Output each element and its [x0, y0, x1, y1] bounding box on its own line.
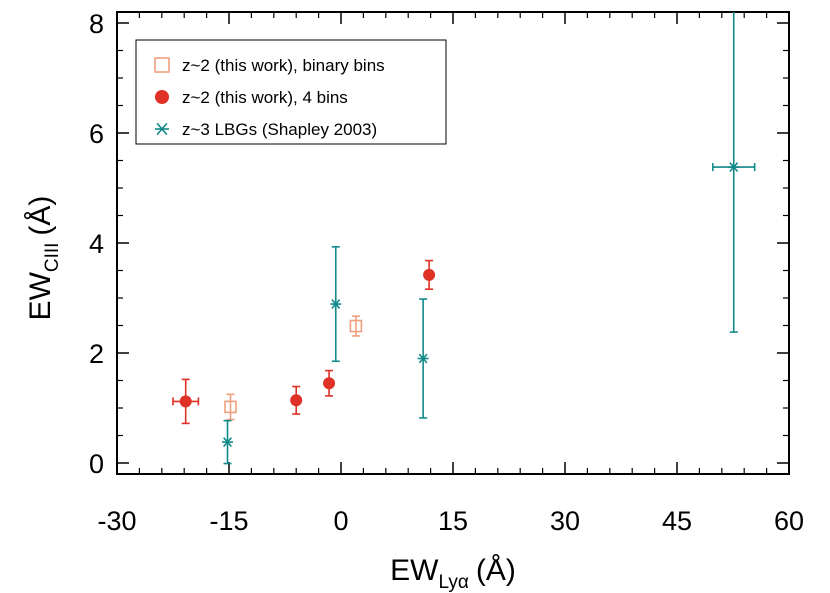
- point-marker: [728, 162, 740, 173]
- data-point: [349, 315, 363, 337]
- marker-circle: [290, 394, 303, 407]
- y-tick-label: 8: [89, 9, 104, 39]
- point-marker: [330, 299, 342, 309]
- marker-asterisk-d2: [418, 353, 428, 364]
- x-axis-title: EWLyα (Å): [390, 554, 516, 593]
- series-1: [224, 315, 363, 421]
- data-point: [224, 393, 237, 421]
- data-point: [172, 378, 200, 425]
- point-marker: [323, 377, 336, 390]
- point-marker: [349, 319, 363, 333]
- legend-marker: [154, 57, 170, 73]
- y-axis-title-unit: (Å): [24, 196, 57, 236]
- marker-square: [349, 319, 363, 333]
- marker-asterisk-d2: [223, 437, 232, 448]
- point-marker: [224, 400, 237, 414]
- tick-labels: -30 -15 0 15 30 45 60 0 2 4 6 8: [89, 9, 804, 536]
- data-point: [417, 298, 429, 419]
- x-tick-label: 15: [438, 506, 468, 536]
- marker-square: [154, 57, 170, 73]
- point-marker: [290, 394, 303, 407]
- data-point: [323, 369, 336, 397]
- point-marker: [417, 353, 429, 364]
- marker-asterisk-d2: [331, 299, 341, 309]
- marker-circle: [323, 377, 336, 390]
- y-axis-title: EWCIII (Å): [24, 196, 63, 321]
- marker-asterisk-d2: [156, 122, 168, 136]
- y-tick-label: 6: [89, 119, 104, 149]
- x-tick-label: -15: [209, 506, 248, 536]
- marker-circle: [155, 90, 169, 104]
- data-marks: [172, 12, 756, 465]
- marker-circle: [423, 268, 436, 281]
- legend: z~2 (this work), binary bins z~2 (this wo…: [135, 39, 447, 145]
- series-2: [172, 259, 436, 425]
- y-axis-title-sub: CIII: [42, 243, 63, 273]
- x-tick-label: 45: [662, 506, 692, 536]
- x-tick-label: 0: [333, 506, 348, 536]
- x-axis-title-main: EW: [390, 554, 439, 587]
- point-marker: [179, 395, 192, 408]
- legend-box: [135, 39, 447, 145]
- legend-label: z~2 (this work), binary bins: [182, 56, 385, 75]
- x-axis-title-sub: Lyα: [438, 572, 468, 593]
- point-marker: [222, 437, 234, 448]
- legend-marker: [155, 122, 169, 136]
- legend-label: z~3 LBGs (Shapley 2003): [182, 120, 377, 139]
- x-tick-label: 60: [774, 506, 804, 536]
- series-3: [222, 12, 756, 465]
- y-axis-title-main: EW: [24, 271, 57, 320]
- y-tick-label: 4: [89, 229, 104, 259]
- legend-marker: [155, 90, 169, 104]
- data-point: [712, 12, 756, 333]
- marker-circle: [179, 395, 192, 408]
- data-point: [330, 246, 342, 363]
- legend-item-3: z~3 LBGs (Shapley 2003): [155, 120, 377, 139]
- x-axis-title-unit: (Å): [476, 554, 516, 587]
- marker-square: [224, 400, 237, 414]
- data-point: [290, 385, 303, 415]
- data-point: [423, 259, 436, 291]
- x-tick-label: -30: [97, 506, 136, 536]
- x-tick-label: 30: [550, 506, 580, 536]
- data-point: [222, 419, 234, 465]
- legend-label: z~2 (this work), 4 bins: [182, 88, 348, 107]
- y-tick-label: 0: [89, 449, 104, 479]
- y-tick-label: 2: [89, 339, 104, 369]
- legend-item-2: z~2 (this work), 4 bins: [155, 88, 348, 107]
- marker-asterisk-d2: [729, 162, 739, 173]
- point-marker: [423, 268, 436, 281]
- axis-ticks: [116, 12, 790, 474]
- legend-item-1: z~2 (this work), binary bins: [154, 56, 385, 75]
